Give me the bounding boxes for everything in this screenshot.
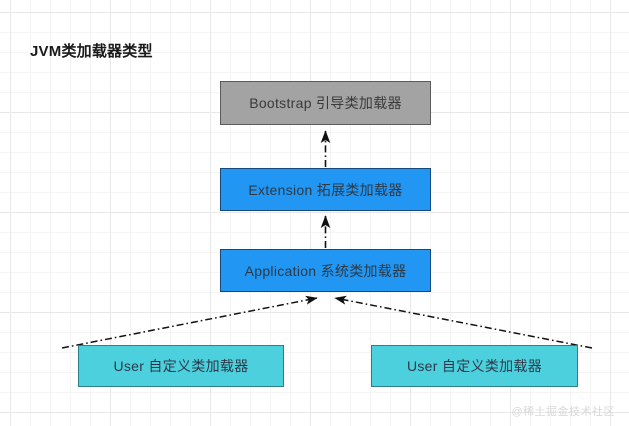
- edge-user-right-to-application: [334, 295, 593, 349]
- node-extension[interactable]: Extension 拓展类加载器: [220, 168, 431, 211]
- watermark: @稀土掘金技术社区: [511, 406, 615, 418]
- node-bootstrap[interactable]: Bootstrap 引导类加载器: [220, 81, 431, 125]
- node-user-classloader-right[interactable]: User 自定义类加载器: [371, 345, 578, 387]
- diagram-title: JVM类加载器类型: [30, 43, 153, 60]
- edge-user-left-to-application: [61, 295, 318, 349]
- node-application[interactable]: Application 系统类加载器: [220, 249, 431, 292]
- node-user-classloader-left[interactable]: User 自定义类加载器: [78, 345, 284, 387]
